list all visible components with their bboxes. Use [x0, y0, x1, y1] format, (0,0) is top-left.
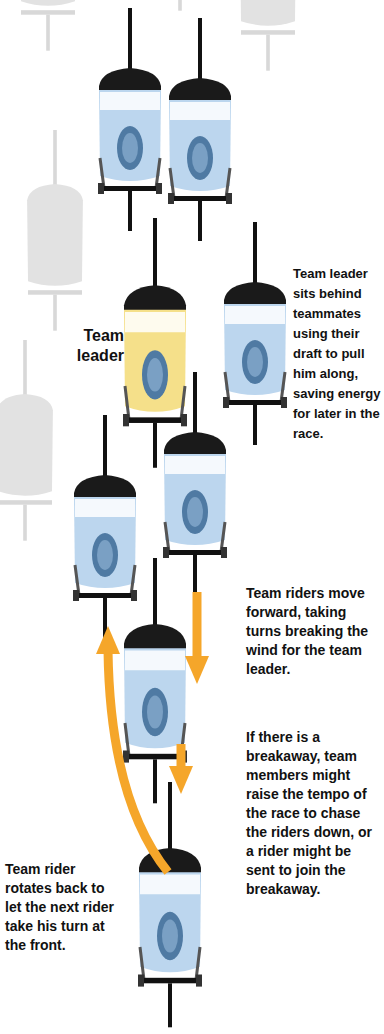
rotate-back-note: Team rider rotates back to let the next …	[5, 860, 117, 955]
leader-label: Team leader	[40, 326, 124, 366]
rotation-note: Team riders move forward, taking turns b…	[246, 584, 380, 679]
leader-note: Team leader sits behind teammates using …	[293, 264, 382, 444]
breakaway-note: If there is a breakaway, team members mi…	[246, 728, 380, 899]
